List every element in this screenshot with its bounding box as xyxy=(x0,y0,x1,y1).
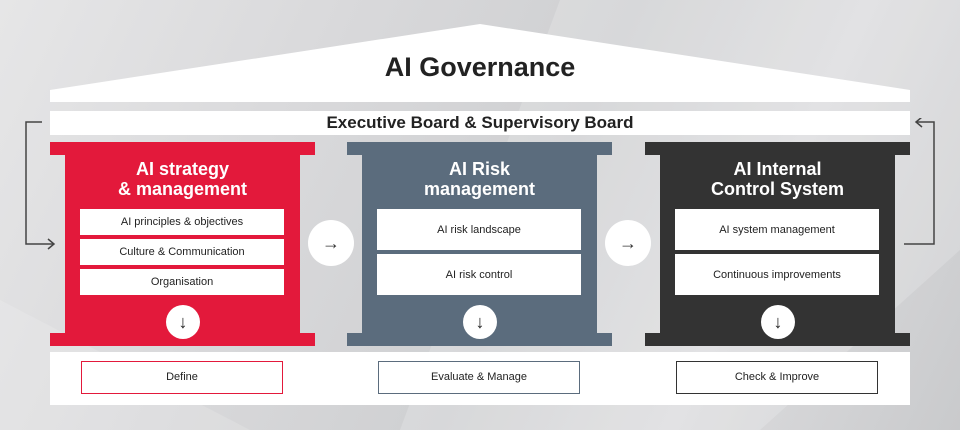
pillar-item: Continuous improvements xyxy=(675,254,879,295)
pillar-item: Culture & Communication xyxy=(80,239,284,265)
right-arrow-icon: → xyxy=(605,220,651,266)
pillar-title: AI strategy& management xyxy=(117,159,248,199)
pillar-item: AI principles & objectives xyxy=(80,209,284,235)
down-arrow-icon: ↓ xyxy=(166,305,200,339)
outcome-define: Define xyxy=(81,361,283,394)
loop-left-arrow-icon xyxy=(25,121,56,250)
down-arrow-icon: ↓ xyxy=(761,305,795,339)
pillar-item: AI system management xyxy=(675,209,879,250)
foundation-bar: Define Evaluate & Manage Check & Improve xyxy=(50,352,910,405)
outcome-evaluate-manage: Evaluate & Manage xyxy=(378,361,580,394)
page-title: AI Governance xyxy=(384,52,576,82)
loop-right-arrow-icon xyxy=(904,118,935,245)
pillar-item: AI risk control xyxy=(377,254,581,295)
down-arrow-icon: ↓ xyxy=(463,305,497,339)
board-bar: Executive Board & Supervisory Board xyxy=(50,111,910,135)
pillar-item: AI risk landscape xyxy=(377,209,581,250)
right-arrow-icon: → xyxy=(308,220,354,266)
outcome-check-improve: Check & Improve xyxy=(676,361,878,394)
pillar-ai-strategy: AI strategy& management AI principles & … xyxy=(50,142,315,346)
pillar-item: Organisation xyxy=(80,269,284,295)
roof xyxy=(50,24,910,102)
